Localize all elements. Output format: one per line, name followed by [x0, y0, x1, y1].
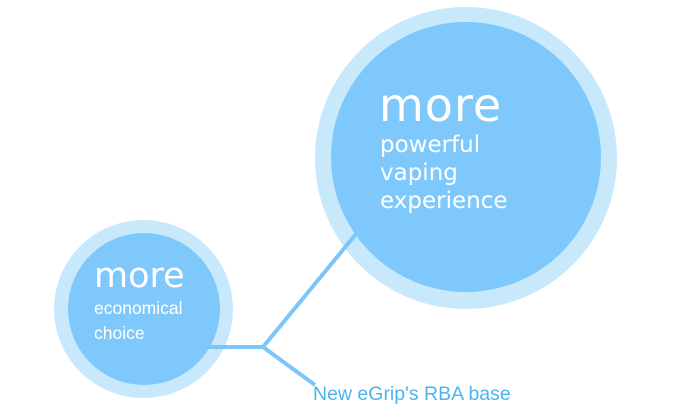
small-circle	[68, 233, 220, 385]
big-circle-headline: more	[379, 78, 503, 132]
connector-to-big-circle	[261, 232, 358, 349]
big-circle-line-2: vaping	[380, 160, 458, 186]
big-circle-line-1: powerful	[380, 132, 481, 158]
small-circle-headline: more	[94, 256, 185, 296]
big-circle	[331, 22, 601, 292]
connector-to-label	[261, 345, 317, 387]
small-circle-line-2: choice	[94, 323, 145, 343]
rba-base-label: New eGrip's RBA base	[313, 383, 511, 405]
small-circle-line-1: economical	[94, 298, 183, 318]
big-circle-line-3: experience	[380, 188, 508, 214]
